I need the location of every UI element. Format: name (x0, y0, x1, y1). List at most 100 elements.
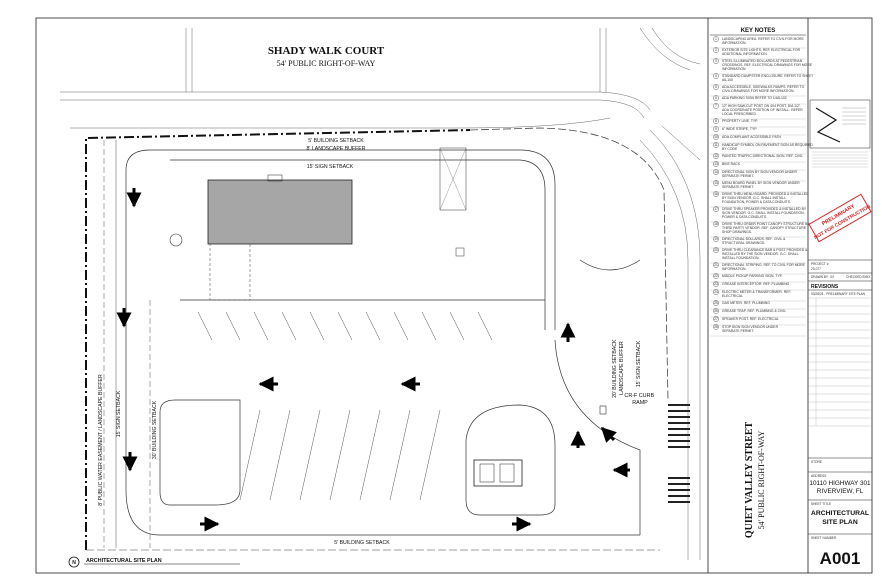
key-note-number: 28 (714, 325, 718, 329)
key-note-number: 17 (714, 207, 718, 211)
key-note-number-circle (713, 84, 719, 90)
key-note-text: DRIVE THRU SPEAKER PROVIDED & INSTALLED … (722, 207, 807, 219)
key-note-number: 22 (714, 274, 718, 278)
key-note-text: STANDARD DUMPSTER ENCLOSURE. REFER TO SH… (722, 74, 814, 82)
curb-ramp-symbol (599, 405, 607, 415)
key-note-number: 7 (715, 104, 717, 108)
sheet-number: A001 (820, 549, 861, 568)
key-note-number-circle (713, 180, 719, 186)
key-note-text: PAINTED TRAFFIC DIRECTIONAL SIGN. REF. C… (722, 154, 803, 158)
east-street-name: QUIET VALLEY STREET (744, 422, 755, 539)
crosswalk-south (668, 477, 690, 503)
dumpster-enclosure (473, 459, 523, 487)
grease-trap (455, 247, 465, 257)
key-note-number: 26 (714, 309, 718, 313)
key-note-text: DIRECTIONAL BOLLARDS. REF. CIVIL &STRUCT… (722, 237, 786, 245)
key-note-text: 6" WIDE STRIPE, TYP. (722, 127, 757, 131)
key-note-number-circle (713, 191, 719, 197)
key-note-number-circle (713, 300, 719, 306)
key-note-number-circle (713, 206, 719, 212)
key-note-number: 25 (714, 301, 718, 305)
building-footprint (207, 179, 353, 245)
revisions-label: REVISIONS (811, 284, 839, 290)
key-note-number-circle (713, 58, 719, 64)
key-note-row: 6 ADA PARKING SIGN REFER TO 1/A5-102 (710, 95, 806, 105)
key-note-text: STEEL ILLUMINATED BOLLARDS AT PEDESTRIAN… (722, 59, 813, 71)
checked-label: CHECKED BY: (846, 275, 868, 279)
key-note-text: ADA PARKING SIGN REFER TO 1/A5-102 (722, 96, 787, 100)
preliminary-stamp: PRELIMINARY NOT FOR CONSTRUCTION (808, 193, 872, 243)
key-note-number: 27 (714, 317, 718, 321)
key-note-number: 6 (715, 96, 717, 100)
key-note-number: 3 (715, 59, 717, 63)
key-note-number: 10 (714, 135, 718, 139)
key-note-number-circle (713, 47, 719, 53)
key-note-row: 19 DIRECTIONAL BOLLARDS. REF. CIVIL &STRU… (710, 236, 806, 249)
site-light-fixture (169, 233, 183, 247)
key-note-number-circle (713, 221, 719, 227)
property-line-east (469, 127, 669, 401)
key-note-number-circle (713, 273, 719, 279)
north-street-name: SHADY WALK COURT (268, 45, 385, 57)
key-note-row: 24 ELECTRIC METER & TRANSFORMER. REF.ELEC… (710, 289, 806, 302)
key-note-number: 5 (715, 85, 717, 89)
svg-text:N: N (72, 560, 76, 566)
key-note-number-circle (713, 118, 719, 124)
key-note-number: 4 (715, 74, 717, 78)
key-note-number-circle (713, 134, 719, 140)
key-note-number: 24 (714, 290, 718, 294)
key-note-row: 17 DRIVE THRU SPEAKER PROVIDED & INSTALLE… (710, 206, 807, 223)
key-note-number-circle (713, 95, 719, 101)
key-note-number-circle (713, 73, 719, 79)
key-note-number: 18 (714, 222, 718, 226)
address-line2: RIVERVIEW, FL (817, 488, 864, 495)
key-note-text: ELECTRIC METER & TRANSFORMER. REF.ELECTR… (722, 290, 791, 298)
sheet-title-label: SHEET TITLE (811, 502, 831, 506)
key-note-number-circle (713, 324, 719, 330)
key-note-number: 19 (714, 237, 718, 241)
east-sign-setback: 15' SIGN SETBACK (636, 340, 642, 387)
key-note-text: DRIVE THRU MENU BOARD. PROVIDED & INSTAL… (722, 192, 809, 204)
west-easement-label: 8' PUBLIC WATER EASEMENT / LANDSCAPE BUF… (98, 374, 104, 506)
key-note-number: 21 (714, 263, 718, 267)
key-note-text: HANDICAP SYMBOL ON PAVEMENT SIGN AS REQU… (722, 143, 813, 151)
key-note-text: DRIVE THRU CLEARANCE BAR & POST PROVIDED… (722, 248, 808, 260)
key-note-number-circle (713, 281, 719, 287)
key-note-number-circle (713, 103, 719, 109)
east-building-setback-line2: LANDSCAPE BUFFER (619, 341, 625, 395)
sheet-border (35, 17, 873, 574)
key-note-number-circle (713, 316, 719, 322)
key-note-text: MIDDLE PICKUP PARKING SIGN, TYP. (722, 274, 783, 278)
key-note-number-circle (713, 247, 719, 253)
west-building-setback: 30' BUILDING SETBACK (152, 400, 158, 459)
key-note-number-circle (713, 308, 719, 314)
north-sign-setback: 15' SIGN SETBACK (307, 164, 354, 170)
drawn-label: DRAWN BY: (811, 275, 829, 279)
key-note-number: 13 (714, 162, 718, 166)
key-note-number: 23 (714, 282, 718, 286)
key-note-number-circle (713, 289, 719, 295)
parking-stripes (197, 311, 493, 501)
key-note-text: DIRECTIONAL STRIPING. REF. TO CIVIL FOR … (722, 263, 806, 271)
key-notes-heading: KEY NOTES (741, 28, 776, 34)
checked-value: XX (866, 275, 871, 279)
title-block: PRELIMINARY NOT FOR CONSTRUCTION PROJECT… (808, 99, 872, 568)
key-note-row: 3 STEEL ILLUMINATED BOLLARDS AT PEDESTRIA… (710, 58, 813, 75)
